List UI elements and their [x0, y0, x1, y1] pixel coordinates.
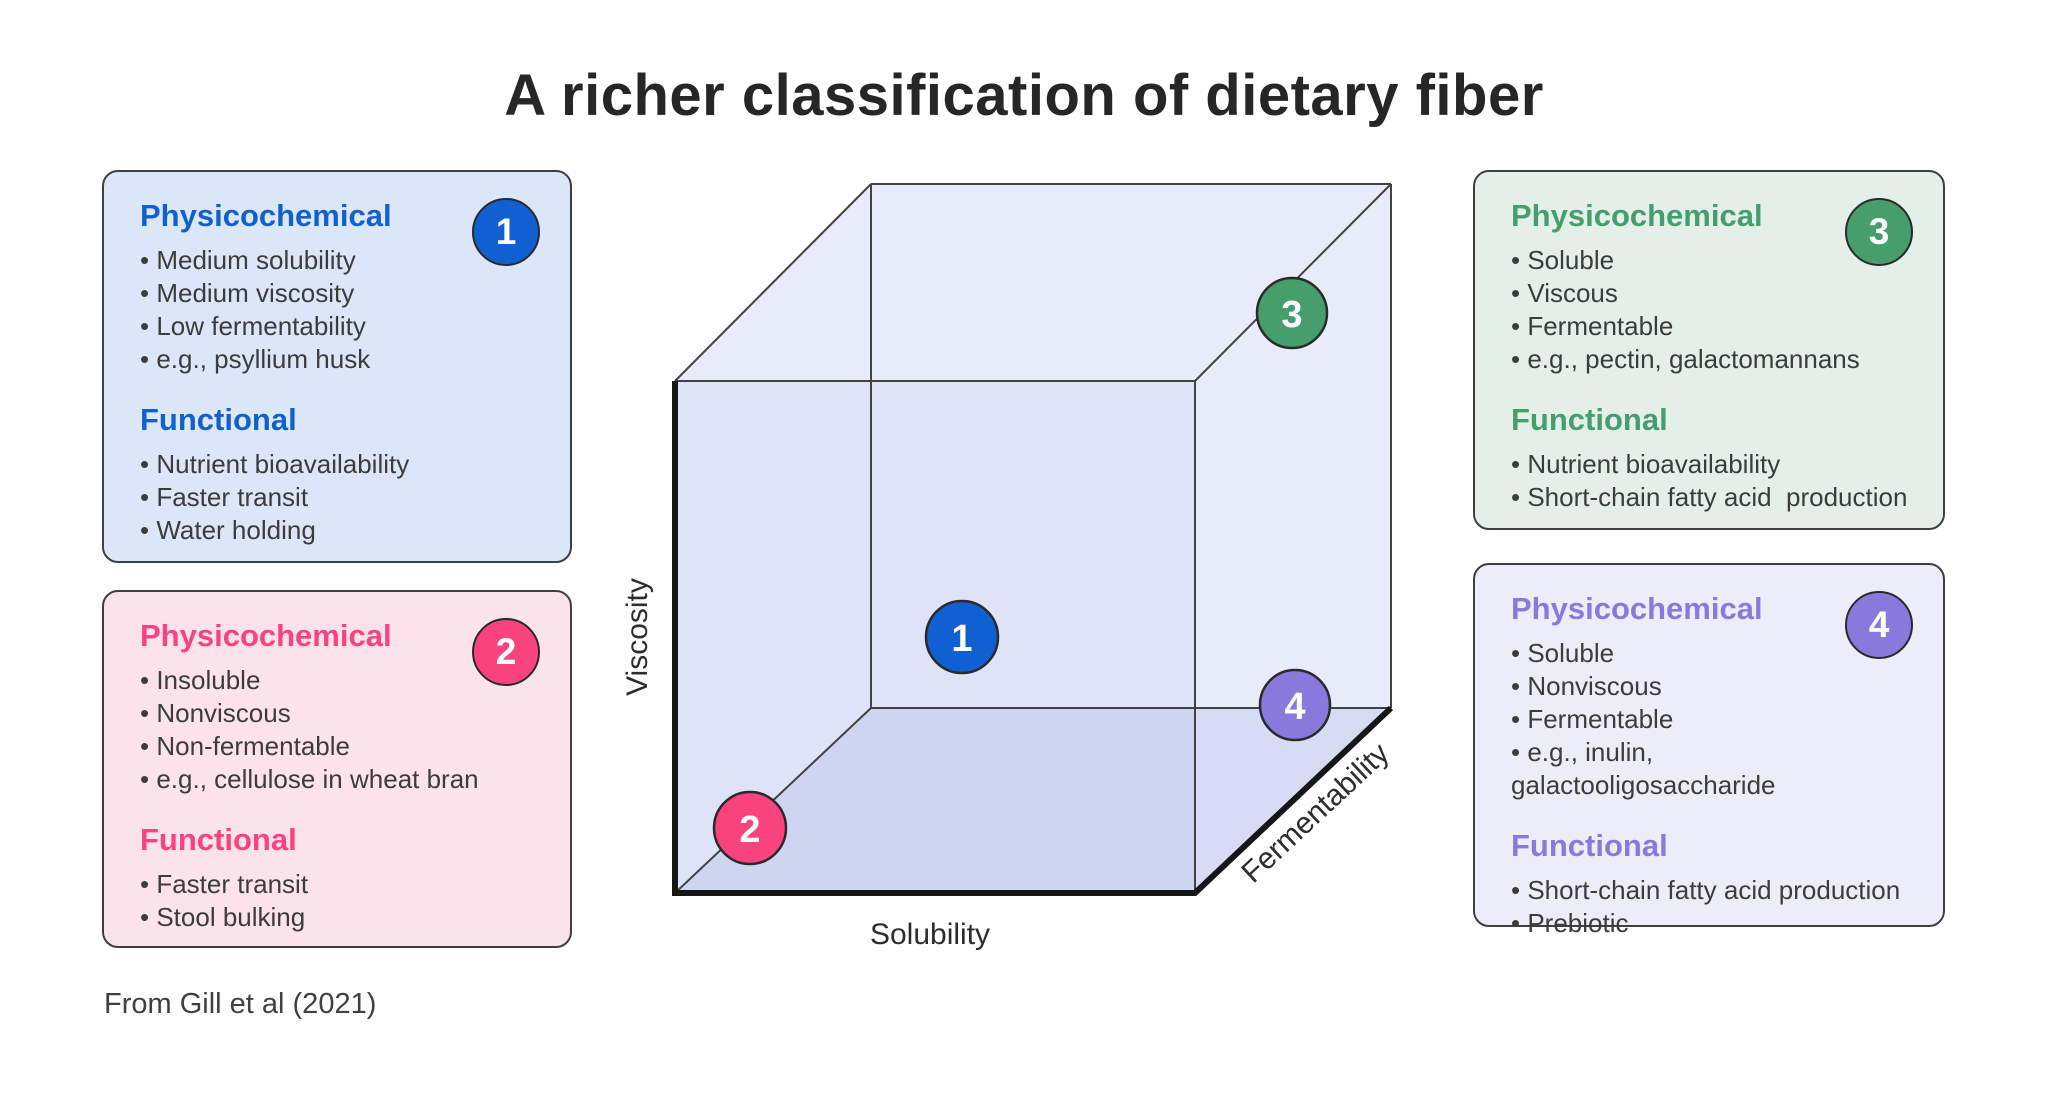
box-3-bullet: Soluble [1511, 244, 1919, 277]
info-box-1-psyllium: 1 Physicochemical Medium solubility Medi… [102, 170, 572, 563]
box-2-number-badge: 2 [472, 618, 540, 686]
cube-point-4: 4 [1258, 668, 1332, 742]
box-3-physicochemical-heading: Physicochemical [1511, 198, 1763, 233]
box-4-bullet: Nonviscous [1511, 670, 1919, 703]
cube-top-face [675, 184, 1391, 381]
box-1-bullet: Medium solubility [140, 244, 546, 277]
box-2-bullet: Stool bulking [140, 901, 546, 934]
info-box-3-pectin: 3 Physicochemical Soluble Viscous Fermen… [1473, 170, 1945, 530]
box-2-functional-heading: Functional [140, 822, 297, 857]
box-4-bullet: Soluble [1511, 637, 1919, 670]
box-1-bullet: Nutrient bioavailability [140, 448, 546, 481]
cube-bottom-face [675, 708, 1391, 893]
box-1-number-badge: 1 [472, 198, 540, 266]
svg-text:2: 2 [739, 809, 760, 851]
info-box-2-cellulose: 2 Physicochemical Insoluble Nonviscous N… [102, 590, 572, 948]
box-2-physicochemical-heading: Physicochemical [140, 618, 392, 653]
box-2-bullet: Insoluble [140, 664, 546, 697]
box-4-physicochemical-heading: Physicochemical [1511, 591, 1763, 626]
box-4-number-badge: 4 [1845, 591, 1913, 659]
box-1-bullet: Water holding [140, 514, 546, 547]
cube-axis-edges [672, 381, 1394, 896]
cube-point-3: 3 [1255, 276, 1329, 350]
box-4-bullet: Prebiotic [1511, 907, 1919, 940]
box-4-bullet: e.g., inulin, galactooligosaccharide [1511, 736, 1919, 802]
cube-right-face [1195, 184, 1391, 893]
box-3-bullet: Fermentable [1511, 310, 1919, 343]
box-4-bullet: Short-chain fatty acid production [1511, 874, 1919, 907]
box-1-physicochemical-heading: Physicochemical [140, 198, 392, 233]
page-title: A richer classification of dietary fiber [504, 63, 1544, 128]
source-attribution: From Gill et al (2021) [104, 988, 377, 1020]
axis-label-solubility: Solubility [870, 918, 990, 951]
box-3-bullet: Nutrient bioavailability [1511, 448, 1919, 481]
box-4-functional-heading: Functional [1511, 828, 1668, 863]
box-1-bullet: e.g., psyllium husk [140, 343, 546, 376]
box-2-bullet: e.g., cellulose in wheat bran [140, 763, 546, 796]
info-box-4-inulin: 4 Physicochemical Soluble Nonviscous Fer… [1473, 563, 1945, 938]
box-2-bullet: Faster transit [140, 868, 546, 901]
box-2-bullet: Non-fermentable [140, 730, 546, 763]
box-1-functional-heading: Functional [140, 402, 297, 437]
box-3-bullet: Short-chain fatty acid production [1511, 481, 1919, 514]
box-4-bullet: Fermentable [1511, 703, 1919, 736]
box-1-bullet: Faster transit [140, 481, 546, 514]
box-1-bullet: Medium viscosity [140, 277, 546, 310]
box-3-bullet: Viscous [1511, 277, 1919, 310]
box-3-bullet: e.g., pectin, galactomannans [1511, 343, 1919, 376]
cube-point-1: 1 [924, 599, 1000, 675]
box-1-bullet: Low fermentability [140, 310, 546, 343]
box-3-number-badge: 3 [1845, 198, 1913, 266]
svg-text:1: 1 [951, 618, 972, 660]
svg-text:4: 4 [1284, 686, 1305, 728]
cube-point-2: 2 [712, 790, 788, 866]
axis-label-viscosity: Viscosity [621, 578, 654, 696]
box-3-functional-heading: Functional [1511, 402, 1668, 437]
svg-text:3: 3 [1281, 294, 1302, 336]
box-2-bullet: Nonviscous [140, 697, 546, 730]
